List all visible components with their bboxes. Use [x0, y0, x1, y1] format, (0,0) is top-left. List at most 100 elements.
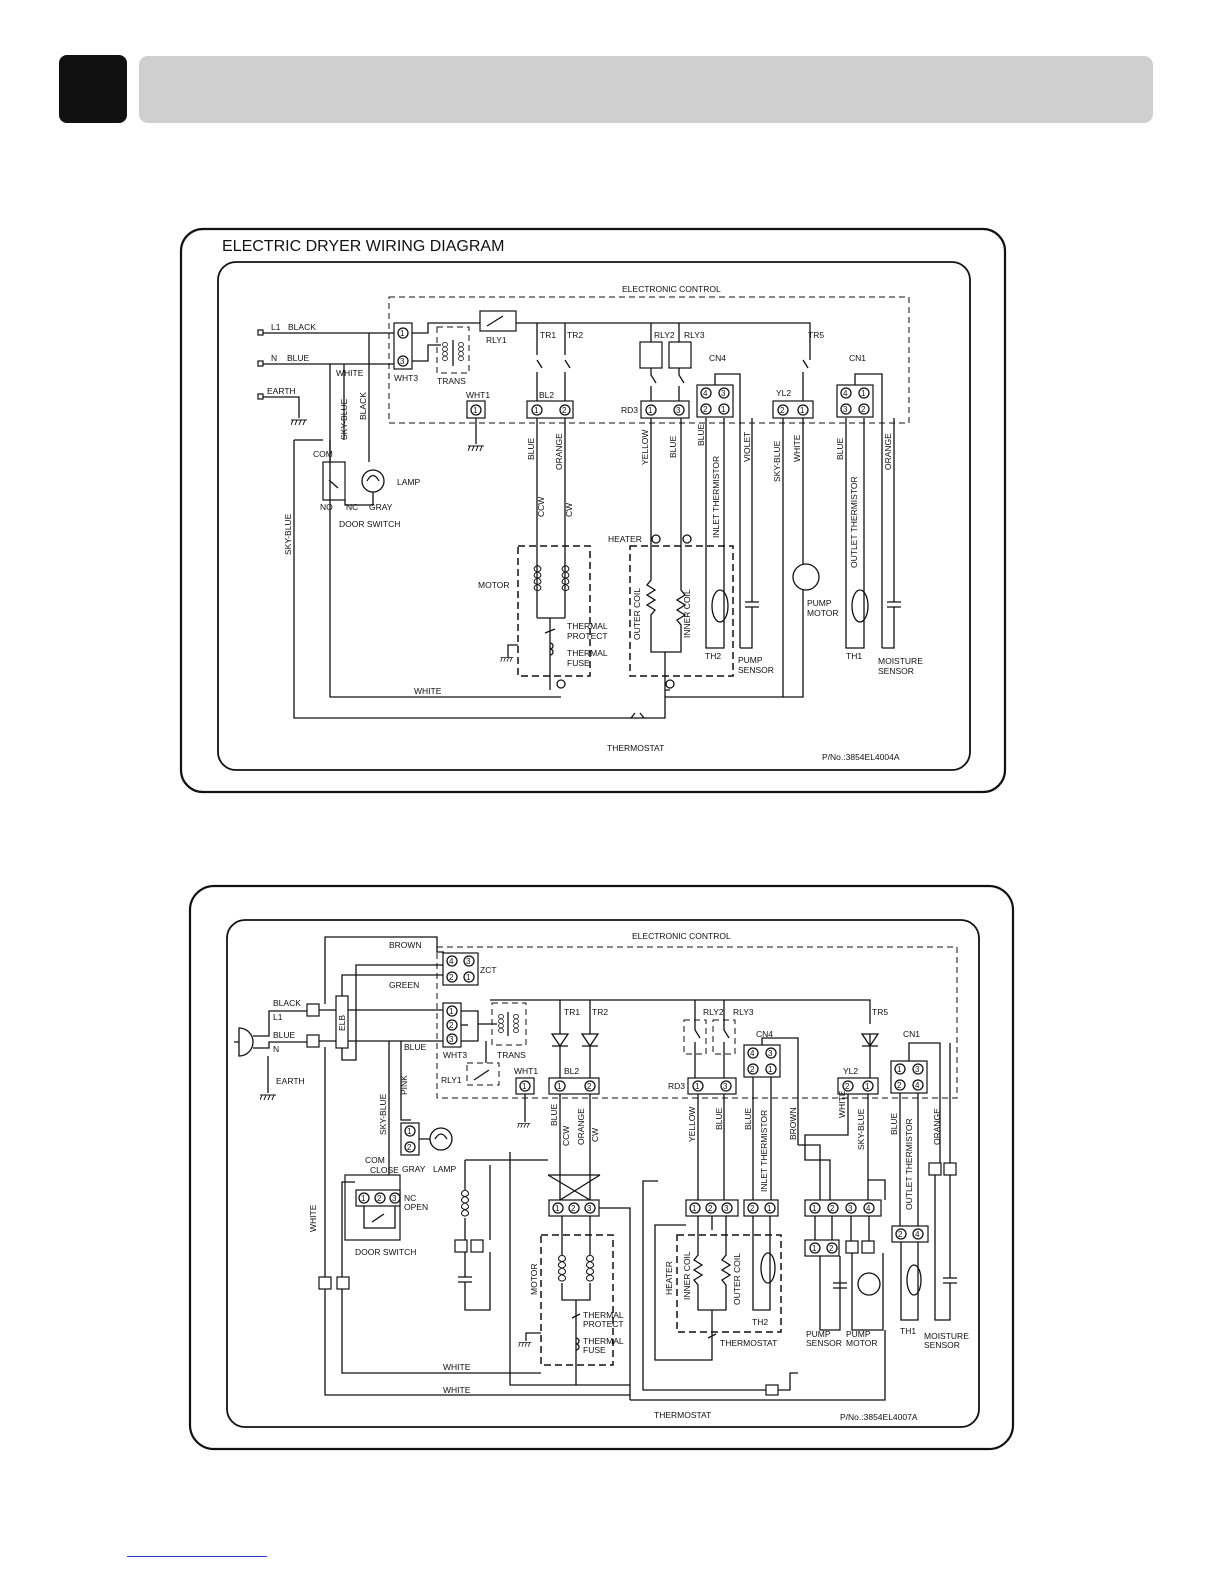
svg-text:3: 3 [724, 1204, 729, 1213]
ccw-label-2: CCW [561, 1126, 571, 1146]
diagram-2: ELECTRONIC CONTROL BLACK L1 BLUE N EARTH… [188, 884, 1015, 1451]
svg-text:1: 1 [400, 329, 405, 338]
cn1-label: CN1 [849, 353, 866, 363]
diagram-1-frame [179, 227, 1007, 794]
d2-white-label-3: WHITE [443, 1385, 471, 1395]
thermal-fuse-2-a: THERMAL [583, 1336, 624, 1346]
cn4-label: CN4 [709, 353, 726, 363]
svg-text:3: 3 [587, 1204, 592, 1213]
outlet-thermistor-1-label: OUTLET THERMISTOR [849, 476, 859, 568]
moisture-sensor-2-b: SENSOR [924, 1340, 960, 1350]
svg-text:4: 4 [449, 957, 454, 966]
wht1-label-2: WHT1 [514, 1066, 538, 1076]
diagram-2-inner-frame [226, 919, 980, 1428]
d2-white-label-2: WHITE [443, 1362, 471, 1372]
diagram-1: ELECTRIC DRYER WIRING DIAGRAM ELECTRONIC… [179, 227, 1007, 794]
th2-1-label: TH2 [705, 651, 721, 661]
svg-text:1: 1 [865, 1082, 870, 1091]
svg-text:1: 1 [767, 1204, 772, 1213]
pump-sensor-2-b: SENSOR [806, 1338, 842, 1348]
heater-1-label: HEATER [608, 534, 642, 544]
footer-link-rule [127, 1556, 267, 1557]
d2-black-label: BLACK [273, 998, 301, 1008]
electronic-control-label: ELECTRONIC CONTROL [622, 284, 721, 294]
svg-text:3: 3 [392, 1194, 397, 1203]
pump-sensor-2-a: PUMP [806, 1329, 831, 1339]
d1-yellow-label: YELLOW [640, 430, 650, 465]
svg-text:1: 1 [473, 406, 478, 415]
pump-sensor-1-a: PUMP [738, 655, 763, 665]
svg-text:3: 3 [400, 357, 405, 366]
svg-text:2: 2 [377, 1194, 382, 1203]
svg-text:3: 3 [676, 406, 681, 415]
n-label: N [271, 353, 277, 363]
svg-text:3: 3 [843, 405, 848, 414]
rly1-box [479, 310, 517, 332]
thermal-protect-2-a: THERMAL [583, 1310, 624, 1320]
d1-skyblue-label: SKY-BLUE [339, 398, 349, 440]
pump-motor-1-a: PUMP [807, 598, 832, 608]
lamp-2-label: LAMP [433, 1164, 456, 1174]
rly1-label-2: RLY1 [441, 1075, 462, 1085]
d2-yellow-label: YELLOW [687, 1107, 697, 1142]
motor-box-2 [540, 1234, 614, 1366]
th2-2-label: TH2 [752, 1317, 768, 1327]
svg-text:3: 3 [449, 1035, 454, 1044]
trans-box [436, 326, 470, 374]
rly3-box [668, 341, 692, 369]
diagram-2-frame [188, 884, 1015, 1451]
l1-label: L1 [271, 322, 281, 332]
svg-text:1: 1 [361, 1194, 366, 1203]
cn1-connector [836, 384, 874, 418]
cn1-label-2: CN1 [903, 1029, 920, 1039]
tr5-label: TR5 [808, 330, 824, 340]
rd3-label-2: RD3 [668, 1081, 685, 1091]
thermostat-2b-label: THERMOSTAT [654, 1410, 711, 1420]
d2-com-label: COM [365, 1155, 385, 1165]
motor-2-label: MOTOR [529, 1264, 539, 1295]
thermostat-1-label: THERMOSTAT [607, 743, 664, 753]
svg-text:1: 1 [407, 1127, 412, 1136]
d1-white-label-3: WHITE [792, 434, 802, 462]
svg-text:4: 4 [703, 389, 708, 398]
wht3-label: WHT3 [394, 373, 418, 383]
svg-text:4: 4 [750, 1049, 755, 1058]
thermostat-2a-label: THERMOSTAT [720, 1338, 777, 1348]
tr1-label: TR1 [540, 330, 556, 340]
rly1-label: RLY1 [486, 335, 507, 345]
d2-n-label: N [273, 1044, 279, 1054]
thermal-protect-1-b: PROTECT [567, 631, 608, 641]
svg-text:2: 2 [449, 1021, 454, 1030]
svg-text:1: 1 [695, 1082, 700, 1091]
pump-sensor-1-b: SENSOR [738, 665, 774, 675]
svg-text:3: 3 [768, 1049, 773, 1058]
rly1-box-2 [466, 1062, 500, 1086]
tr1-label-2: TR1 [564, 1007, 580, 1017]
d2-close-label: CLOSE [370, 1165, 399, 1175]
d2-blue-label: BLUE [273, 1030, 296, 1040]
d2-orange-label-1: ORANGE [576, 1108, 586, 1145]
d2-orange-label-2: ORANGE [932, 1108, 942, 1145]
elb-label: ELB [337, 1015, 347, 1031]
cw-label-2: CW [590, 1128, 600, 1142]
svg-text:1: 1 [692, 1204, 697, 1213]
trans-label: TRANS [437, 376, 466, 386]
cn4-connector-2 [743, 1044, 781, 1078]
svg-text:2: 2 [845, 1082, 850, 1091]
th2-connector [743, 1199, 779, 1217]
d2-earth-label: EARTH [276, 1076, 305, 1086]
svg-text:1: 1 [555, 1204, 560, 1213]
d2-gray-label: GRAY [402, 1164, 426, 1174]
th2-2 [760, 1252, 776, 1284]
inlet-thermistor-2-label: INLET THERMISTOR [759, 1110, 769, 1192]
door-nc-label: NC [346, 502, 358, 512]
diagram-1-inner-frame [217, 261, 971, 771]
heater-2-label: HEATER [664, 1261, 674, 1295]
svg-text:3: 3 [466, 957, 471, 966]
svg-text:1: 1 [812, 1244, 817, 1253]
d1-blue-label-4: BLUE [835, 437, 845, 460]
d2-blue-label-2: BLUE [714, 1107, 724, 1130]
part-no-2: P/No.:3854EL4007A [840, 1412, 918, 1422]
d1-blue-label-2: BLUE [668, 435, 678, 458]
th1-2 [906, 1264, 922, 1296]
